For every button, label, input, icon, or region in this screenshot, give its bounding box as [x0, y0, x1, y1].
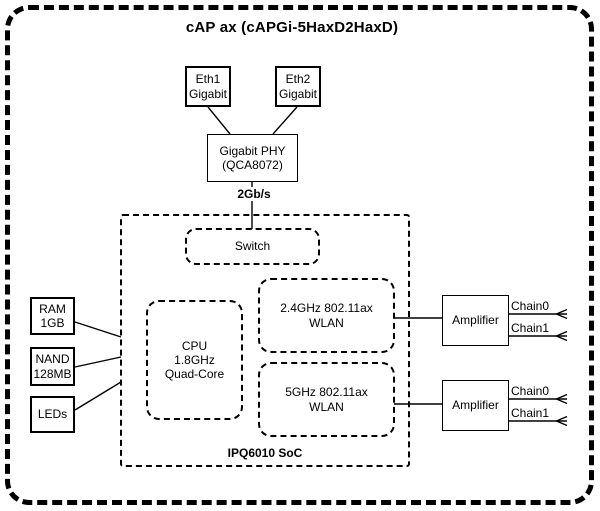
cpu-label: CPU 1.8GHz Quad-Core	[164, 338, 225, 382]
ram-label: RAM 1GB	[39, 301, 66, 330]
amplifier-2ghz-label: Amplifier	[452, 313, 499, 328]
soc-name-label: IPQ6010 SoC	[227, 446, 303, 460]
switch-label: Switch	[234, 239, 271, 254]
nand-label: NAND 128MB	[33, 352, 72, 381]
soc-boundary-box	[120, 214, 410, 467]
device-outline	[5, 5, 594, 505]
eth1-port-label: Eth1 Gigabit	[188, 72, 228, 101]
wlan-5ghz-box: 5GHz 802.11ax WLAN	[258, 362, 395, 437]
diagram-title: cAP ax (cAPGi-5HaxD2HaxD)	[185, 19, 399, 36]
gigabit-phy-box: Gigabit PHY (QCA8072)	[207, 134, 298, 182]
eth2-port-box: Eth2 Gigabit	[275, 66, 321, 107]
nand-box: NAND 128MB	[30, 347, 75, 386]
chain1-2ghz-label: Chain1	[511, 321, 550, 335]
chain0-5ghz-label: Chain0	[511, 384, 550, 398]
leds-label: LEDs	[37, 407, 68, 422]
gigabit-phy-label: Gigabit PHY (QCA8072)	[219, 143, 286, 172]
chain0-2ghz-label: Chain0	[511, 299, 550, 313]
wlan-2ghz-box: 2.4GHz 802.11ax WLAN	[258, 278, 395, 353]
wlan-5ghz-label: 5GHz 802.11ax WLAN	[285, 385, 368, 414]
leds-box: LEDs	[30, 396, 75, 433]
amplifier-5ghz-box: Amplifier	[442, 380, 509, 431]
cpu-box: CPU 1.8GHz Quad-Core	[146, 300, 243, 420]
eth1-port-box: Eth1 Gigabit	[185, 66, 231, 107]
wlan-2ghz-label: 2.4GHz 802.11ax WLAN	[280, 301, 373, 330]
amplifier-5ghz-label: Amplifier	[452, 398, 499, 413]
chain1-5ghz-label: Chain1	[511, 406, 550, 420]
ram-box: RAM 1GB	[30, 297, 75, 335]
amplifier-2ghz-box: Amplifier	[442, 295, 509, 346]
switch-box: Switch	[185, 228, 320, 265]
uplink-speed-label: 2Gb/s	[235, 187, 273, 201]
eth2-port-label: Eth2 Gigabit	[278, 72, 318, 101]
